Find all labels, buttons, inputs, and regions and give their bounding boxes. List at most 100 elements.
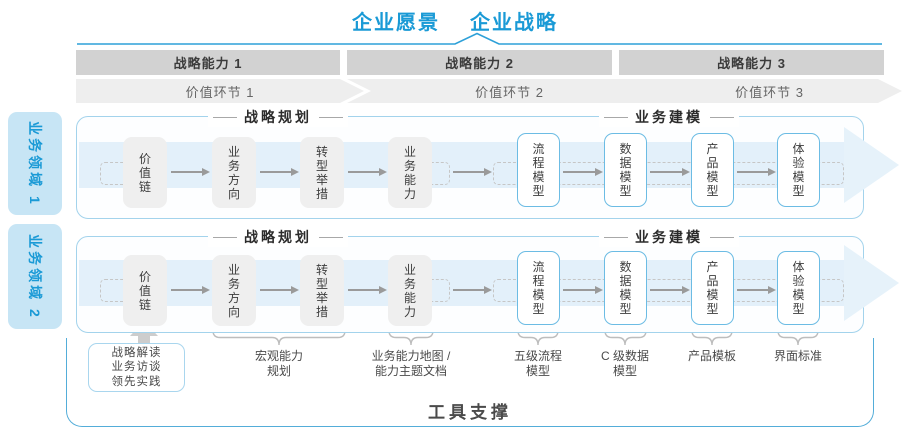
box-label: 流程模型 [532,260,545,316]
header-rule [319,236,343,238]
annotation-line: 界面标准 [773,349,822,363]
planning-box-business-capability: 业务能力 [388,255,432,326]
capability-bar-label: 战略能力 3 [717,56,786,71]
modeling-header: 业务建模 [599,107,739,127]
flow-arrow-icon [171,286,210,293]
dashed-placeholder-box [493,162,844,185]
modeling-box-product-model: 产品模型 [691,251,734,325]
annotation-line: 宏观能力 [254,349,303,363]
flow-arrow-icon [563,286,603,293]
box-label: 价值链 [138,151,151,194]
title-vision: 企业愿景 [352,12,440,34]
flow-arrow-icon [348,168,387,175]
capability-bar-3: 战略能力 3 [619,50,884,75]
planning-box-value-chain: 价值链 [123,137,167,208]
practice-line: 领先实践 [111,375,162,388]
annotation-ui-standard: 界面标准 [728,349,868,364]
planning-header-label: 战略规划 [244,109,312,125]
tool-support-title: 工具支撑 [66,398,874,423]
box-label: 转型举措 [315,262,328,319]
domain-label-1: 业务领域 1 [8,112,62,215]
box-label: 产品模型 [706,260,719,316]
domain-label-text: 业务领域 2 [27,233,43,320]
capability-bar-label: 战略能力 2 [445,56,514,71]
header-rule [604,116,628,118]
modeling-box-experience-model: 体验模型 [777,133,820,207]
annotation-data-model: C 级数据 模型 [555,349,695,379]
value-chevron-2: 价值环节 2 [347,79,654,103]
planning-box-business-direction: 业务方向 [212,255,256,326]
box-label: 转型举措 [315,144,328,201]
domain-row-2: 战略规划 业务建模 价值链 业务方向 转型举措 业务能力 流程模型 数据模型 [76,227,899,333]
planning-box-transformation: 转型举措 [300,255,344,326]
flow-arrow-icon [348,286,387,293]
flow-arrow-icon [563,168,603,175]
annotation-line: 产品模板 [687,349,736,363]
flow-arrow-icon [171,168,210,175]
value-chevron-label: 价值环节 3 [735,84,804,100]
box-label: 体验模型 [792,142,805,198]
planning-box-transformation: 转型举措 [300,137,344,208]
annotation-line: C 级数据 [600,349,649,363]
planning-box-value-chain: 价值链 [123,255,167,326]
planning-box-business-capability: 业务能力 [388,137,432,208]
practice-box: 战略解读 业务访谈 领先实践 [88,343,185,392]
capability-bar-1: 战略能力 1 [76,50,340,75]
flow-band-arrowhead-icon [844,127,899,203]
annotation-line: 规划 [266,364,291,378]
flow-arrow-icon [650,286,690,293]
box-label: 产品模型 [706,142,719,198]
capability-bar-2: 战略能力 2 [347,50,612,75]
title-strategy: 企业战略 [470,12,558,34]
header-rule [710,236,734,238]
planning-header: 战略规划 [208,107,348,127]
page-title: 企业愿景 企业战略 [0,6,910,35]
flow-band-arrowhead-icon [844,245,899,321]
flow-arrow-icon [260,286,299,293]
flow-arrow-icon [260,168,299,175]
modeling-box-data-model: 数据模型 [604,251,647,325]
planning-box-business-direction: 业务方向 [212,137,256,208]
capability-bar-label: 战略能力 1 [173,56,243,71]
planning-header: 战略规划 [208,227,348,247]
flow-arrow-icon [650,168,690,175]
value-chevron-label: 价值环节 1 [185,84,255,100]
practice-line: 业务访谈 [111,361,162,374]
modeling-header: 业务建模 [599,227,739,247]
domain-label-2: 业务领域 2 [8,224,62,329]
box-label: 流程模型 [532,142,545,198]
modeling-header-label: 业务建模 [635,229,703,245]
value-chevron-label: 价值环节 2 [475,84,544,100]
flow-arrow-icon [737,168,776,175]
box-label: 价值链 [138,269,151,312]
annotation-line: 模型 [525,364,550,378]
flow-arrow-icon [453,168,492,175]
dashed-placeholder-box [493,279,844,302]
modeling-box-product-model: 产品模型 [691,133,734,207]
flow-arrow-icon [453,286,492,293]
box-label: 业务方向 [227,262,240,319]
annotation-process-model: 五级流程 模型 [468,349,608,379]
annotation-line: 模型 [612,364,637,378]
box-label: 业务方向 [227,144,240,201]
value-chevron-3: 价值环节 3 [619,79,902,103]
annotation-line: 能力主题文档 [374,364,447,378]
modeling-box-process-model: 流程模型 [517,133,560,207]
title-divider-peak-line [77,32,882,45]
planning-header-label: 战略规划 [244,229,312,245]
box-label: 数据模型 [619,260,632,316]
tool-support-container [66,338,874,427]
header-rule [213,116,237,118]
annotation-line: 业务能力地图 / [371,349,451,363]
flow-arrow-icon [737,286,776,293]
annotation-line: 五级流程 [513,349,562,363]
modeling-header-label: 业务建模 [635,109,703,125]
annotation-macro-capability: 宏观能力 规划 [209,349,349,379]
practice-line: 战略解读 [111,346,162,359]
domain-label-text: 业务领域 1 [27,120,43,207]
value-chevron-1: 价值环节 1 [76,79,364,103]
box-label: 数据模型 [619,142,632,198]
header-rule [710,116,734,118]
modeling-box-data-model: 数据模型 [604,133,647,207]
